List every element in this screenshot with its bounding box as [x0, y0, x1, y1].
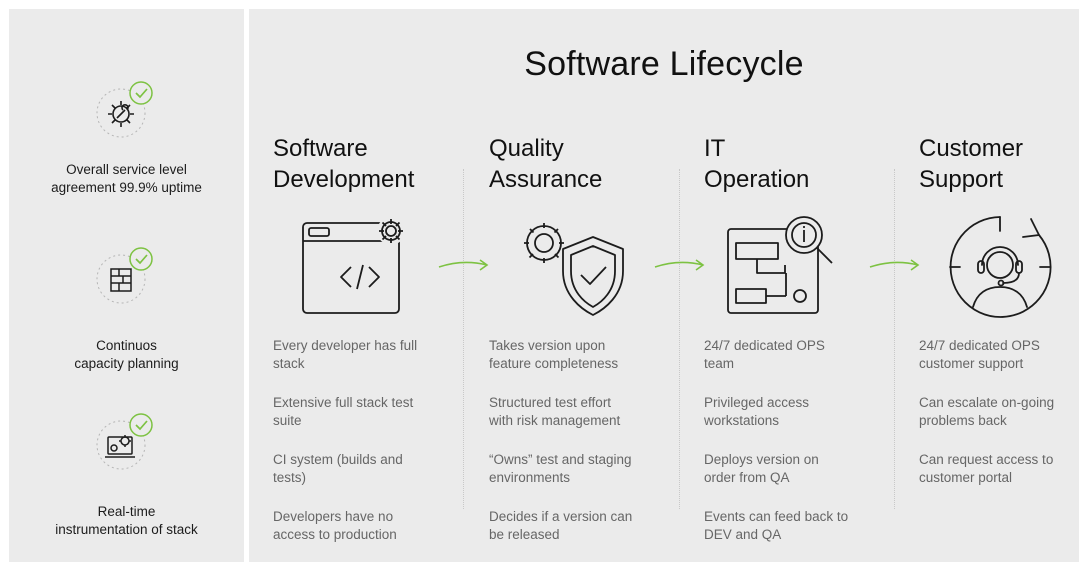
bullet-item: CI system (builds and tests) — [273, 451, 473, 508]
bullet-item: Decides if a version can be released — [489, 508, 689, 565]
page-title: Software Lifecycle — [524, 45, 804, 83]
gear-wrench-icon — [89, 79, 153, 143]
bullet-line: Structured test effort — [489, 395, 612, 410]
bullet-line: problems back — [919, 413, 1007, 428]
bullet-line: 24/7 dedicated OPS — [704, 338, 825, 353]
stage-software-development: Software Development Every devel — [273, 133, 473, 542]
bullet-line: Events can feed back to — [704, 509, 849, 524]
stage-title: IT Operation — [704, 133, 904, 197]
headset-agent-icon — [945, 215, 1055, 318]
monitoring-info-icon — [724, 215, 834, 317]
feature-line: capacity planning — [74, 356, 179, 371]
stage-customer-support: Customer Support 24/7 dedi — [919, 133, 1088, 485]
bullet-item: Every developer has full stack — [273, 337, 473, 394]
bullet-item: Structured test effort with risk manageme… — [489, 394, 689, 451]
bullet-item: “Owns” test and staging environments — [489, 451, 689, 508]
bullet-line: customer support — [919, 356, 1024, 371]
bullet-line: Takes version upon — [489, 338, 606, 353]
bullet-item: Extensive full stack test suite — [273, 394, 473, 451]
lifecycle-panel: Software Lifecycle Software Development — [249, 9, 1079, 562]
feature-line: Continuos — [96, 338, 157, 353]
bullet-line: Deploys version on — [704, 452, 819, 467]
column-divider — [894, 169, 895, 509]
bullet-item: Privileged access workstations — [704, 394, 904, 451]
bullet-item: Can request access to customer portal — [919, 451, 1088, 508]
bullet-line: feature completeness — [489, 356, 619, 371]
stage-title: Software Development — [273, 133, 473, 197]
bullet-item: 24/7 dedicated OPS customer support — [919, 337, 1088, 394]
bullet-line: Every developer has full — [273, 338, 418, 353]
shield-check-icon — [513, 215, 624, 317]
stage-title-line: Software — [273, 135, 368, 162]
bullet-line: team — [704, 356, 735, 371]
stage-title: Quality Assurance — [489, 133, 689, 197]
bullet-item: Takes version upon feature completeness — [489, 337, 689, 394]
bullet-line: Can escalate on-going — [919, 395, 1055, 410]
column-divider — [463, 169, 464, 509]
laptop-gears-icon — [89, 411, 153, 475]
bullet-line: DEV and QA — [704, 527, 782, 542]
bullet-item: Deploys version on order from QA — [704, 451, 904, 508]
feature-line: Real-time — [97, 504, 156, 519]
flow-arrow-icon — [868, 257, 922, 273]
bullet-line: 24/7 dedicated OPS — [919, 338, 1040, 353]
bullet-item: Events can feed back to DEV and QA — [704, 508, 904, 565]
stage-title-line: IT — [704, 135, 726, 162]
feature-line: instrumentation of stack — [55, 522, 198, 537]
bullet-line: Extensive full stack test — [273, 395, 414, 410]
stage-title-line: Development — [273, 166, 415, 193]
bullet-line: access to production — [273, 527, 397, 542]
stage-title: Customer Support — [919, 133, 1088, 197]
bullet-line: Can request access to — [919, 452, 1054, 467]
stage-it-operation: IT Operation 24/7 dedicated OPS team — [704, 133, 904, 542]
bullet-item: Can escalate on-going problems back — [919, 394, 1088, 451]
capacity-blocks-icon — [89, 245, 153, 309]
stage-quality-assurance: Quality Assurance Takes version upon feat… — [489, 133, 689, 542]
bullet-line: “Owns” test and staging — [489, 452, 632, 467]
stage-title-line: Quality — [489, 135, 564, 162]
bullet-line: stack — [273, 356, 305, 371]
bullet-line: CI system (builds and — [273, 452, 403, 467]
benefits-panel: Overall service level agreement 99.9% up… — [9, 9, 244, 562]
stage-title-line: Operation — [704, 166, 810, 193]
feature-line: agreement 99.9% uptime — [51, 180, 202, 195]
bullet-item: 24/7 dedicated OPS team — [704, 337, 904, 394]
code-window-icon — [299, 215, 409, 317]
feature-line: Overall service level — [66, 162, 187, 177]
bullet-line: Decides if a version can — [489, 509, 633, 524]
bullet-line: suite — [273, 413, 302, 428]
flow-arrow-icon — [653, 257, 707, 273]
bullet-line: environments — [489, 470, 571, 485]
flow-arrow-icon — [437, 257, 491, 273]
bullet-line: order from QA — [704, 470, 790, 485]
bullet-line: be released — [489, 527, 560, 542]
bullet-item: Developers have no access to production — [273, 508, 473, 565]
bullet-line: customer portal — [919, 470, 1013, 485]
bullet-line: tests) — [273, 470, 307, 485]
stage-title-line: Assurance — [489, 166, 603, 193]
stage-title-line: Customer — [919, 135, 1024, 162]
bullet-line: Developers have no — [273, 509, 394, 524]
bullet-line: with risk management — [489, 413, 621, 428]
stage-title-line: Support — [919, 166, 1004, 193]
bullet-line: workstations — [704, 413, 780, 428]
column-divider — [679, 169, 680, 509]
bullet-line: Privileged access — [704, 395, 810, 410]
